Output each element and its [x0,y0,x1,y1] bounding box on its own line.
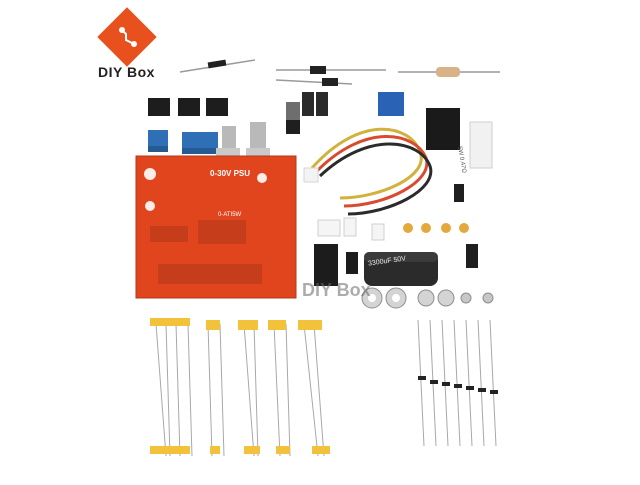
diode-row [417,319,498,447]
pcb-title: 0-30V PSU [210,169,251,178]
resistor-row [150,318,330,457]
diode-top-middle [275,66,386,86]
logo-icon [97,7,157,67]
screw-terminals [148,130,218,154]
pcb-board [135,155,297,299]
hardware [361,287,494,309]
wire-harness [303,127,433,216]
small-components [314,184,478,286]
resistor-top-right [398,67,500,77]
pcb-model-label: 0-ATI5W [218,212,242,218]
electrolytic-capacitor [364,252,438,286]
brand-watermark: DIY Box [302,280,371,300]
ic-chips [148,98,228,116]
to220-parts [286,92,493,169]
potentiometers [216,122,270,160]
brand-logo-text: DIY Box [98,64,155,80]
diode-top-left [179,59,256,73]
